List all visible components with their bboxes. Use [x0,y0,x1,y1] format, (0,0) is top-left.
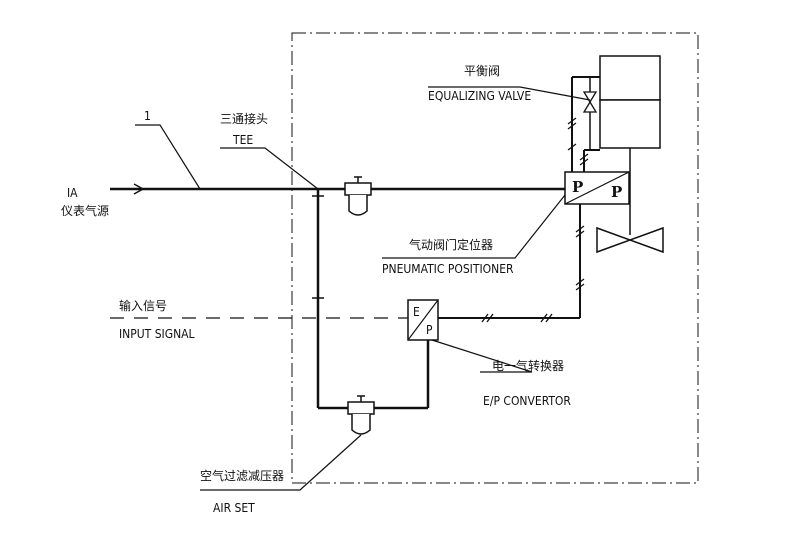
ep-convertor: E P [407,299,439,341]
ia-label: IA [67,186,78,200]
air-set-label: AIR SET [213,501,255,515]
package-boundary [291,32,699,484]
actuator [599,55,661,235]
control-valve [596,226,664,254]
ep-convertor-cn-label: 电一气转换器 [492,358,564,373]
positioner-symbol-left: P [572,178,583,196]
ia-cn-label: 仪表气源 [61,203,109,218]
equalizing-valve-cn-label: 平衡阀 [464,64,500,78]
air-set-cn-label: 空气过滤减压器 [200,468,284,483]
positioner-symbol-right: P [611,183,622,201]
positioner-label: PNEUMATIC POSITIONER [382,262,514,276]
input-signal-label: INPUT SIGNAL [119,327,195,341]
equalizing-valve-label: EQUALIZING VALVE [428,89,531,103]
flow-arrow [133,183,145,195]
line-number-label: 1 [144,109,151,123]
tee-label: TEE [232,133,253,147]
equalizing-valve [582,91,598,113]
ep-symbol-p: P [426,323,433,337]
input-signal-cn-label: 输入信号 [119,298,167,313]
ep-convertor-label: E/P CONVERTOR [483,394,571,408]
ep-symbol-e: E [413,305,420,319]
pneumatic-positioner: P P [564,171,630,205]
filter-regulator-top [344,176,372,216]
filter-regulator-air-set [347,395,375,435]
positioner-cn-label: 气动阀门定位器 [409,237,493,252]
tee-cn-label: 三通接头 [220,111,268,126]
